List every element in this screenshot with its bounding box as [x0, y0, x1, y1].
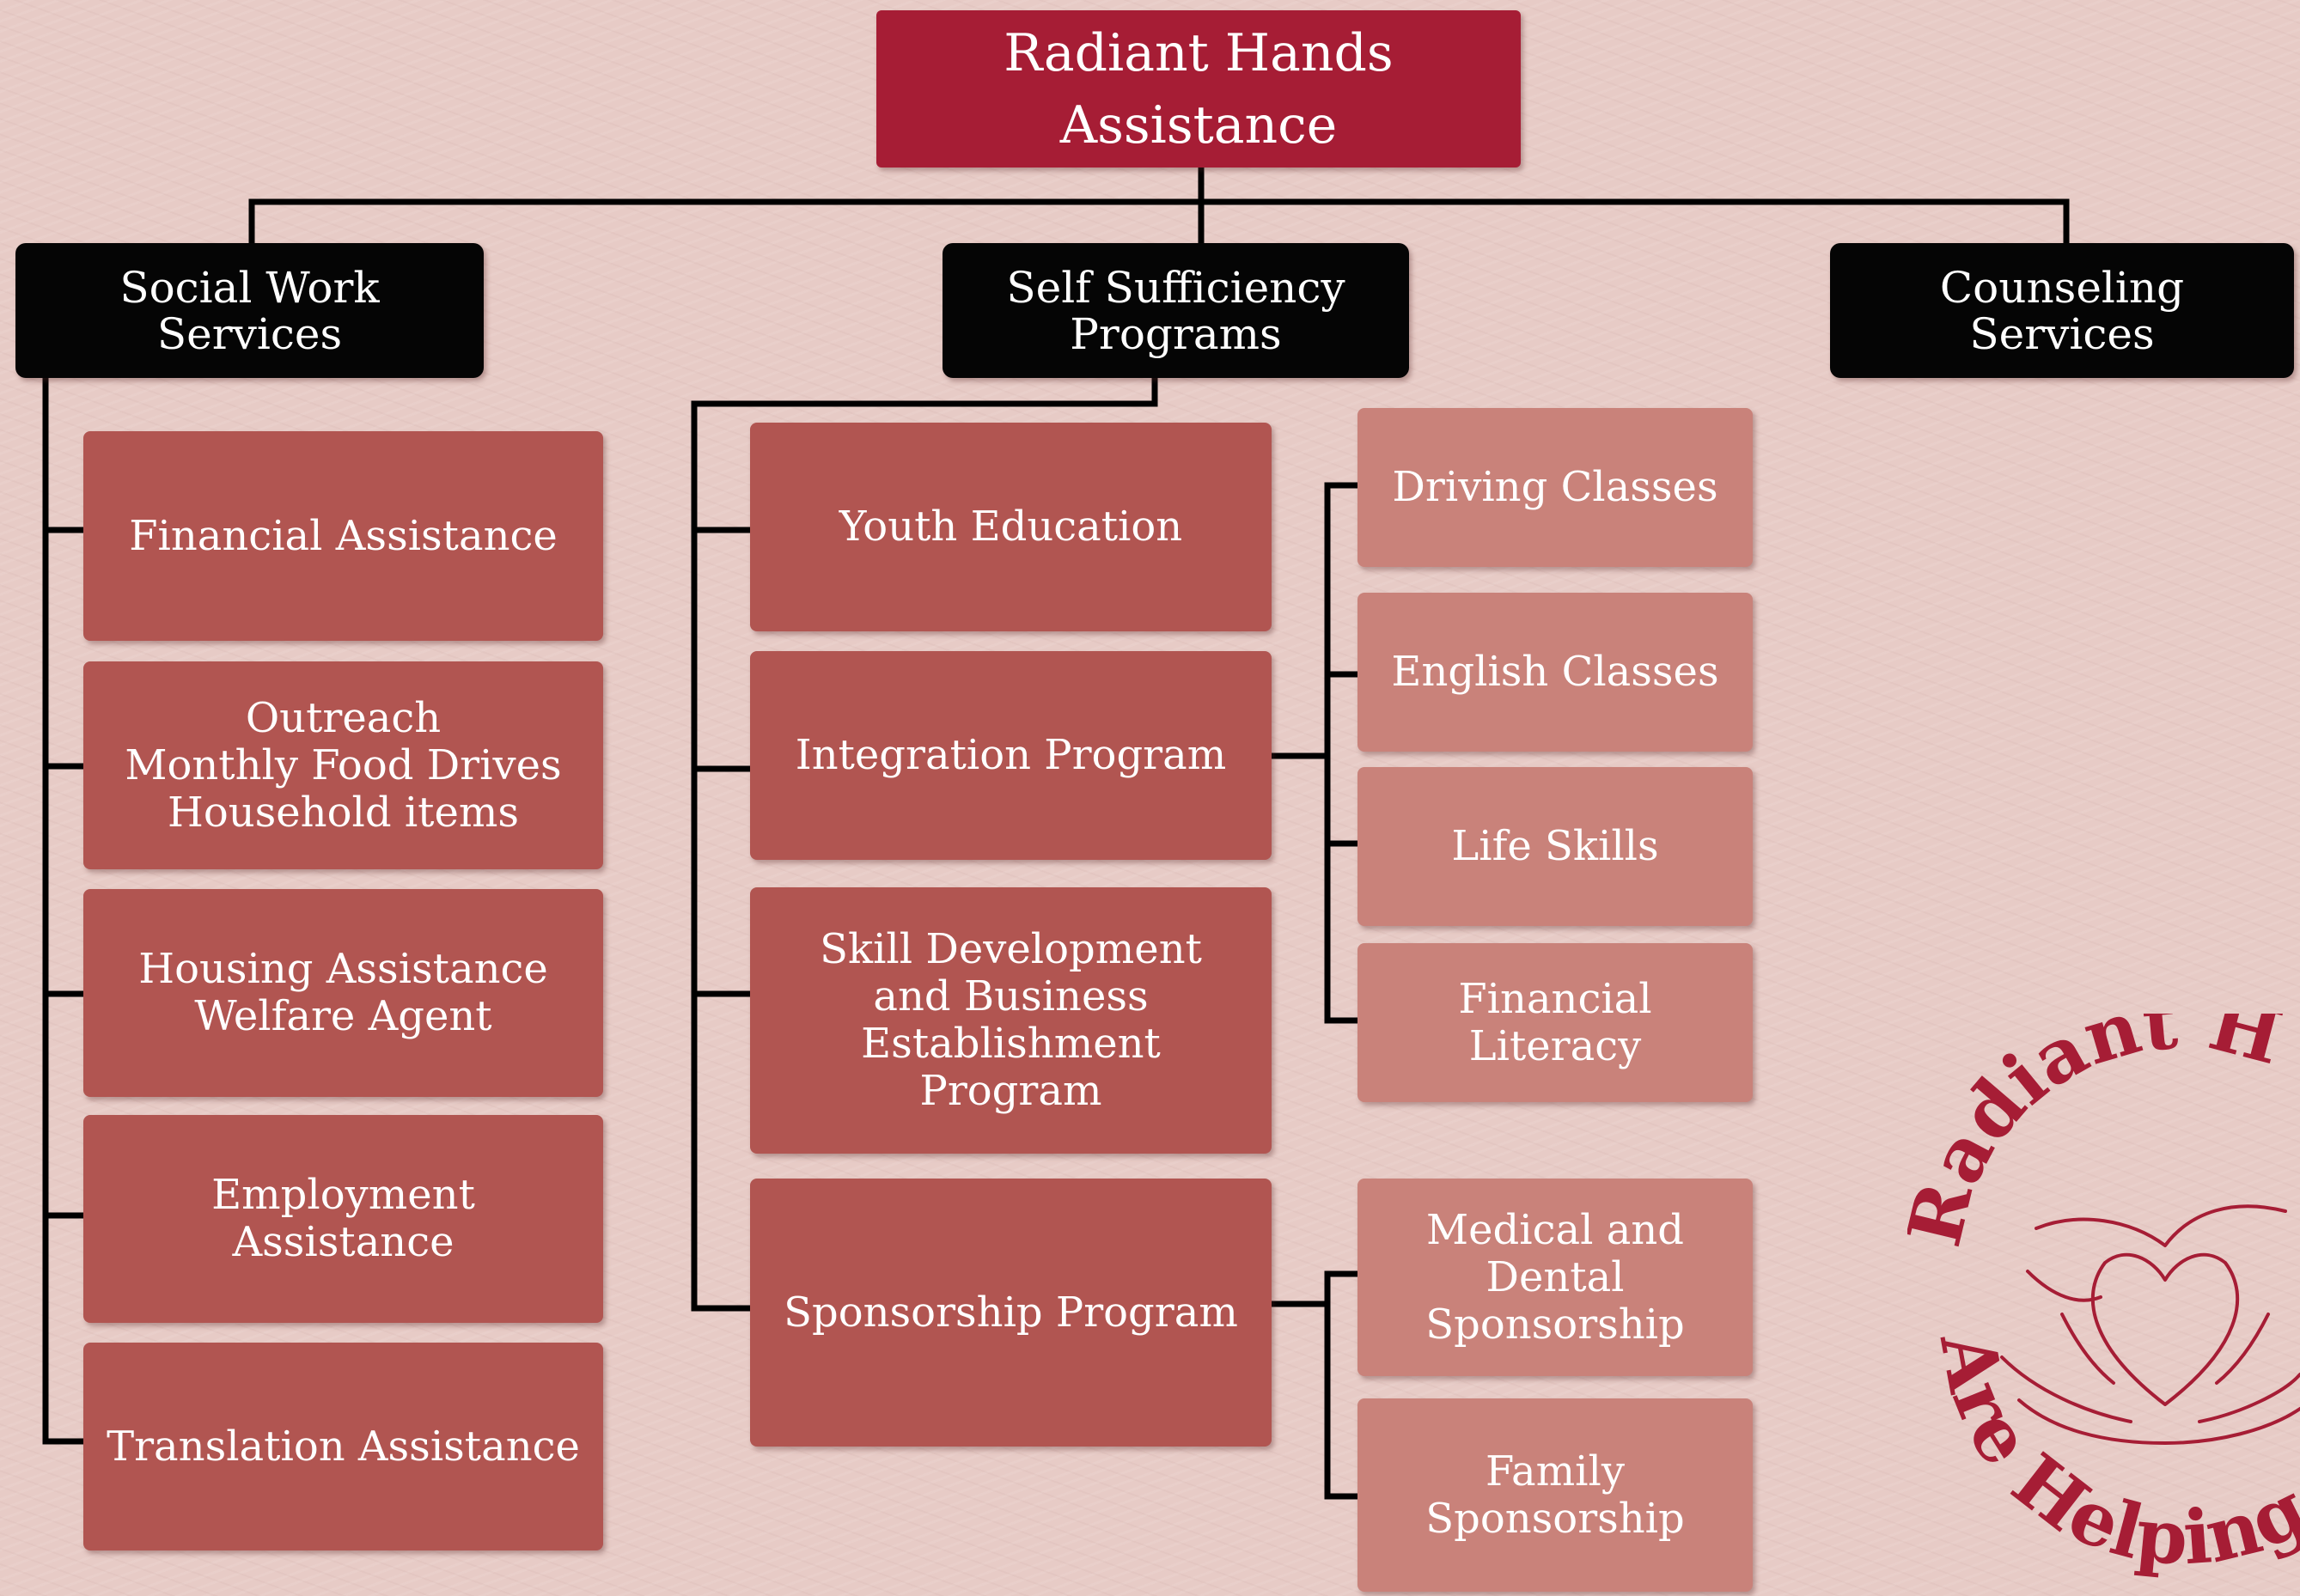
node-employment-assistance: Employment Assistance — [83, 1115, 603, 1323]
svg-text:Are Helping: Are Helping — [1923, 1325, 2300, 1582]
category-counseling-services: Counseling Services — [1830, 243, 2294, 378]
svg-text:Radiant H: Radiant H — [1907, 1014, 2291, 1254]
node-skill-development: Skill Development and Business Establish… — [750, 887, 1272, 1154]
node-youth-education: Youth Education — [750, 423, 1272, 631]
node-family-sponsorship: Family Sponsorship — [1357, 1398, 1753, 1592]
node-label: Family Sponsorship — [1425, 1447, 1685, 1543]
category-social-work-services: Social Work Services — [15, 243, 484, 378]
node-label: Medical and Dental Sponsorship — [1425, 1205, 1685, 1349]
node-label: Integration Program — [795, 731, 1227, 779]
node-english-classes: English Classes — [1357, 593, 1753, 752]
node-outreach: Outreach Monthly Food Drives Household i… — [83, 661, 603, 869]
node-label: Financial Literacy — [1458, 974, 1652, 1070]
node-label: Financial Assistance — [129, 511, 558, 560]
category-label: Social Work Services — [119, 262, 380, 359]
node-integration-program: Integration Program — [750, 651, 1272, 860]
node-life-skills: Life Skills — [1357, 767, 1753, 926]
category-label: Self Sufficiency Programs — [1006, 262, 1345, 359]
node-driving-classes: Driving Classes — [1357, 408, 1753, 567]
node-label: Translation Assistance — [107, 1422, 580, 1471]
radiant-hands-logo: Radiant H Are Helping — [1907, 1014, 2300, 1582]
node-label: Housing Assistance Welfare Agent — [138, 945, 548, 1040]
logo-arc-top-text: Radiant H — [1907, 1014, 2291, 1254]
node-label: Outreach Monthly Food Drives Household i… — [125, 693, 562, 837]
root-node-label: Radiant Hands Assistance — [1004, 22, 1394, 155]
node-medical-dental-sponsorship: Medical and Dental Sponsorship — [1357, 1179, 1753, 1376]
node-label: Driving Classes — [1392, 463, 1718, 511]
category-self-sufficiency-programs: Self Sufficiency Programs — [943, 243, 1409, 378]
node-label: Employment Assistance — [211, 1171, 475, 1266]
node-label: English Classes — [1391, 648, 1719, 696]
node-financial-assistance: Financial Assistance — [83, 431, 603, 641]
heart-hands-icon — [2000, 1204, 2300, 1445]
node-financial-literacy: Financial Literacy — [1357, 943, 1753, 1102]
node-housing-assistance: Housing Assistance Welfare Agent — [83, 889, 603, 1097]
node-label: Life Skills — [1451, 822, 1659, 870]
root-node-radiant-hands-assistance: Radiant Hands Assistance — [876, 10, 1521, 168]
node-label: Sponsorship Program — [784, 1288, 1238, 1337]
logo-arc-bottom-text: Are Helping — [1923, 1325, 2300, 1582]
node-label: Skill Development and Business Establish… — [820, 925, 1202, 1115]
node-translation-assistance: Translation Assistance — [83, 1343, 603, 1550]
node-sponsorship-program: Sponsorship Program — [750, 1179, 1272, 1447]
category-label: Counseling Services — [1939, 262, 2185, 359]
node-label: Youth Education — [839, 503, 1183, 551]
